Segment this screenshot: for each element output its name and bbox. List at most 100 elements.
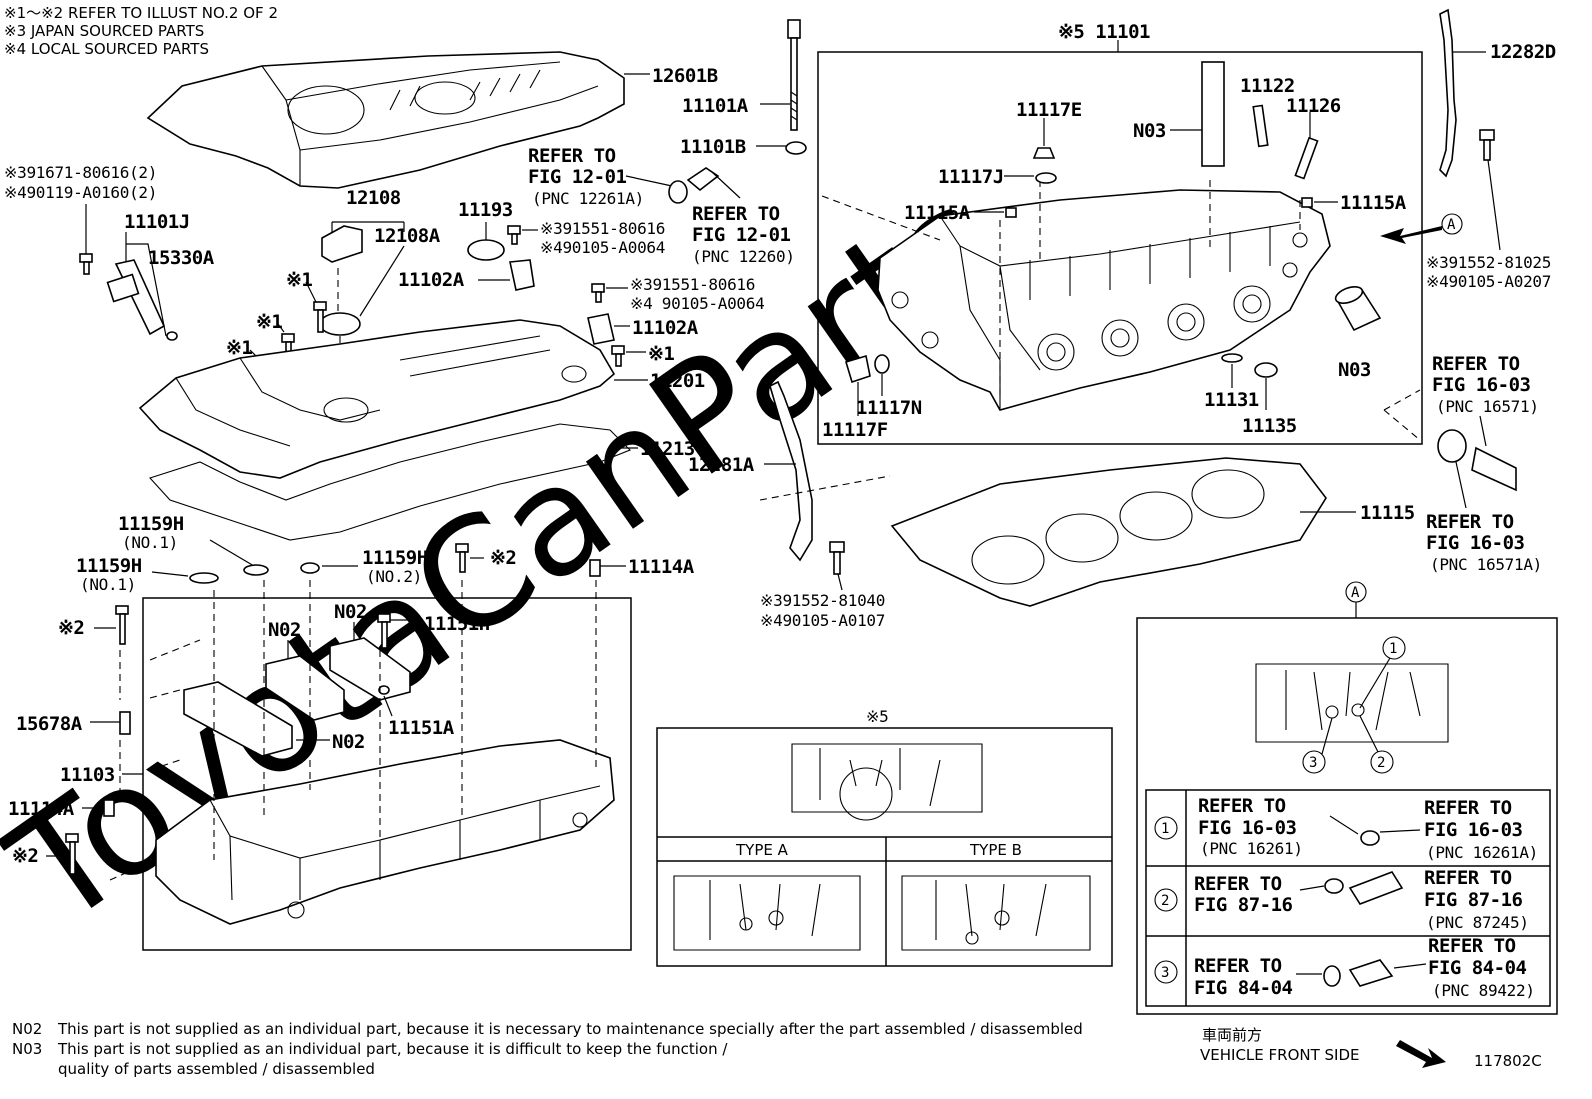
label-11193[interactable]: 11193 <box>458 199 513 221</box>
row1-right-3[interactable]: (PNC 16261A) <box>1426 843 1538 862</box>
hose-16571[interactable] <box>1437 429 1517 492</box>
label-11101J[interactable]: 11101J <box>124 211 190 233</box>
engine-cover-drawing[interactable] <box>146 51 625 189</box>
label-bolt-right-a[interactable]: ※391552-81025 <box>1426 253 1551 272</box>
label-12282D[interactable]: 12282D <box>1490 41 1556 63</box>
label-11135[interactable]: 11135 <box>1242 415 1297 437</box>
oil-filler-cap-12108[interactable] <box>321 225 363 263</box>
label-11122[interactable]: 11122 <box>1240 75 1295 97</box>
refer-1603-a-1[interactable]: REFER TO <box>1432 353 1520 375</box>
cylinder-head-drawing[interactable] <box>877 189 1331 411</box>
dowel-11114A-bottom[interactable] <box>103 799 115 817</box>
bolt-mark2-bottom[interactable] <box>65 833 79 875</box>
refer-1603-a-3[interactable]: (PNC 16571) <box>1436 397 1539 416</box>
label-11101A[interactable]: 11101A <box>682 95 749 117</box>
bolt-mark2-left[interactable] <box>115 605 129 645</box>
label-11126[interactable]: 11126 <box>1286 95 1341 117</box>
label-bolt-mid-a[interactable]: ※391552-81040 <box>760 591 885 610</box>
washer-11101B[interactable] <box>785 141 807 155</box>
label-mark1-d[interactable]: ※1 <box>648 343 675 365</box>
bracket-12281A[interactable] <box>769 380 813 562</box>
plug-11117E[interactable] <box>1032 147 1056 159</box>
label-N02-b[interactable]: N02 <box>268 619 301 641</box>
bearing-cap-right[interactable] <box>329 637 411 701</box>
refer-1201-b-3[interactable]: (PNC 12260) <box>692 247 795 266</box>
label-N03-upper[interactable]: N03 <box>1133 120 1166 142</box>
label-11102A-2[interactable]: 11102A <box>632 317 699 339</box>
label-11159H-3[interactable]: 11159H <box>362 547 428 569</box>
bolt-topleft[interactable] <box>79 253 93 275</box>
hose-12260[interactable] <box>686 167 720 192</box>
label-11117F[interactable]: 11117F <box>822 419 888 441</box>
seal-11131[interactable] <box>1221 353 1243 363</box>
sleeve-N03-right[interactable] <box>1333 284 1382 332</box>
refer-1201-a-1[interactable]: REFER TO <box>528 145 616 167</box>
label-bolt-c2-b[interactable]: ※4 90105-A0064 <box>630 294 765 313</box>
label-mark2-a[interactable]: ※2 <box>490 547 517 569</box>
row3-right-3[interactable]: (PNC 89422) <box>1432 981 1535 1000</box>
row3-left-2[interactable]: FIG 84-04 <box>1194 977 1293 999</box>
seal-11135[interactable] <box>1254 362 1278 378</box>
bracket-12282D[interactable] <box>1439 8 1457 178</box>
label-mark1-a[interactable]: ※1 <box>286 269 313 291</box>
label-11213[interactable]: 11213 <box>640 438 695 460</box>
bolt-11151H[interactable] <box>377 613 391 649</box>
label-bolt-topleft-b[interactable]: ※490119-A0160(2) <box>4 183 157 202</box>
bearing-cap-mid[interactable] <box>265 655 345 721</box>
label-11115A-left[interactable]: 11115A <box>904 202 971 224</box>
plug-11115A-right[interactable] <box>1301 197 1313 208</box>
bolt-mid[interactable] <box>829 541 845 575</box>
label-12601B[interactable]: 12601B <box>652 65 718 87</box>
label-bolt-topleft-a[interactable]: ※391671-80616(2) <box>4 163 157 182</box>
cam-sensor-11102A-2[interactable] <box>587 313 615 345</box>
row1-right-2[interactable]: FIG 16-03 <box>1424 819 1523 841</box>
row3-right-1[interactable]: REFER TO <box>1428 935 1516 957</box>
label-N02-a[interactable]: N02 <box>334 601 367 623</box>
ocv-valve-15330A[interactable] <box>106 259 166 336</box>
label-12281A[interactable]: 12281A <box>688 454 755 476</box>
label-15678A[interactable]: 15678A <box>16 713 83 735</box>
bolt-right-small[interactable] <box>1479 129 1495 161</box>
gasket-11193[interactable] <box>467 239 505 261</box>
row1-left-2[interactable]: FIG 16-03 <box>1198 817 1297 839</box>
refer-1603-b-3[interactable]: (PNC 16571A) <box>1430 555 1542 574</box>
label-bolt-mid-b[interactable]: ※490105-A0107 <box>760 611 885 630</box>
plug-11117F[interactable] <box>845 354 871 384</box>
label-11159H-1[interactable]: 11159H <box>118 513 184 535</box>
view-a-marker[interactable] <box>1441 213 1463 235</box>
label-N02-c[interactable]: N02 <box>332 731 365 753</box>
label-11102A-1[interactable]: 11102A <box>398 269 465 291</box>
cover-gasket-11213[interactable] <box>149 423 631 541</box>
label-mark2-c[interactable]: ※2 <box>12 845 39 867</box>
label-bolt-right-b[interactable]: ※490105-A0207 <box>1426 272 1551 291</box>
label-11159H-2[interactable]: 11159H <box>76 555 142 577</box>
refer-1603-a-2[interactable]: FIG 16-03 <box>1432 374 1531 396</box>
label-12108A[interactable]: 12108A <box>374 225 441 247</box>
label-11101[interactable]: ※5 11101 <box>1058 21 1151 43</box>
long-bolt-11101A[interactable] <box>787 19 801 131</box>
label-N03-right[interactable]: N03 <box>1338 359 1371 381</box>
label-11201[interactable]: 11201 <box>650 370 705 392</box>
row2-left-1[interactable]: REFER TO <box>1194 873 1282 895</box>
label-bolt-c2-a[interactable]: ※391551-80616 <box>630 275 755 294</box>
row2-right-3[interactable]: (PNC 87245) <box>1426 913 1529 932</box>
bolt-center-1[interactable] <box>507 225 521 245</box>
refer-1603-b-2[interactable]: FIG 16-03 <box>1426 532 1525 554</box>
label-11114A-a[interactable]: 11114A <box>628 556 695 578</box>
clip-11159H-b[interactable] <box>189 572 219 584</box>
label-bolt-c1-a[interactable]: ※391551-80616 <box>540 219 665 238</box>
ring-11117N[interactable] <box>874 354 890 374</box>
bolt-mark1-d[interactable] <box>611 345 625 367</box>
row3-left-1[interactable]: REFER TO <box>1194 955 1282 977</box>
refer-1201-a-3[interactable]: (PNC 12261A) <box>532 189 644 208</box>
clip-11159H-a[interactable] <box>243 564 269 576</box>
label-mark2-b[interactable]: ※2 <box>58 617 85 639</box>
label-11151H[interactable]: 11151H <box>424 613 490 635</box>
gasket-12108A[interactable] <box>319 312 361 336</box>
plug-11115A-left[interactable] <box>1005 207 1017 218</box>
dowel-11151A[interactable] <box>378 685 390 695</box>
row3-right-2[interactable]: FIG 84-04 <box>1428 957 1527 979</box>
valve-cover-11201[interactable] <box>138 319 616 479</box>
label-11114A-b[interactable]: 11114A <box>8 798 75 820</box>
refer-1201-b-2[interactable]: FIG 12-01 <box>692 224 791 246</box>
